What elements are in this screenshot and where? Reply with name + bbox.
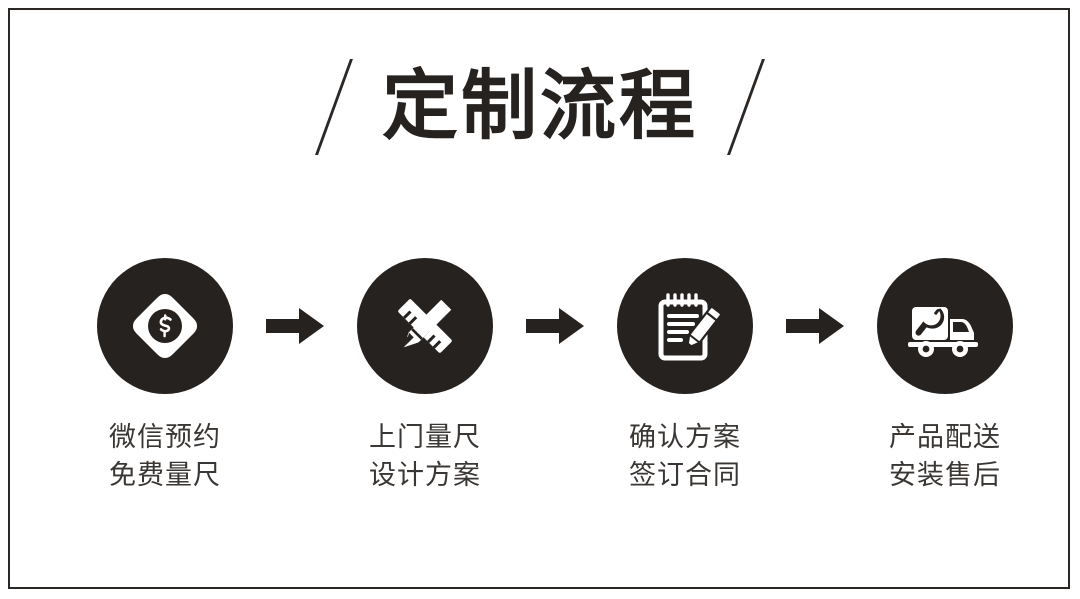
step-2-icon-circle (357, 258, 493, 394)
step-2-label-line2: 设计方案 (369, 460, 481, 491)
page-title-block: 定制流程 (0, 52, 1080, 162)
slash-left-icon (312, 59, 356, 155)
wechat-appointment-icon (119, 280, 211, 372)
step-3-label-line2: 签订合同 (629, 460, 741, 491)
arrow-right-3-icon (784, 258, 846, 394)
step-4-label-line1: 产品配送 (889, 422, 1001, 452)
step-1-icon-circle (97, 258, 233, 394)
step-1-label-line2: 免费量尺 (109, 460, 221, 491)
arrow-right-1-icon (264, 258, 326, 394)
arrow-right-2-icon (524, 258, 586, 394)
process-step-2[interactable]: 上门量尺 设计方案 (326, 258, 524, 495)
step-1-label-line1: 微信预约 (109, 422, 221, 452)
process-step-4[interactable]: 产品配送 安装售后 (846, 258, 1044, 495)
notepad-pencil-icon (641, 282, 729, 370)
process-step-3[interactable]: 确认方案 签订合同 (586, 258, 784, 495)
slash-right-icon (724, 59, 768, 155)
page-title: 定制流程 (382, 64, 698, 149)
step-1-label: 微信预约 免费量尺 (109, 418, 221, 495)
delivery-truck-wrench-icon (900, 281, 990, 371)
step-3-label: 确认方案 签订合同 (629, 418, 741, 495)
step-3-icon-circle (617, 258, 753, 394)
step-2-label: 上门量尺 设计方案 (369, 418, 481, 495)
step-4-label-line2: 安装售后 (889, 460, 1001, 491)
process-step-1[interactable]: 微信预约 免费量尺 (66, 258, 264, 495)
process-flow-row: 微信预约 免费量尺 (66, 258, 1014, 495)
step-3-label-line1: 确认方案 (629, 422, 741, 452)
step-4-label: 产品配送 安装售后 (889, 418, 1001, 495)
pencil-ruler-icon (379, 280, 471, 372)
step-2-label-line1: 上门量尺 (369, 422, 481, 452)
step-4-icon-circle (877, 258, 1013, 394)
